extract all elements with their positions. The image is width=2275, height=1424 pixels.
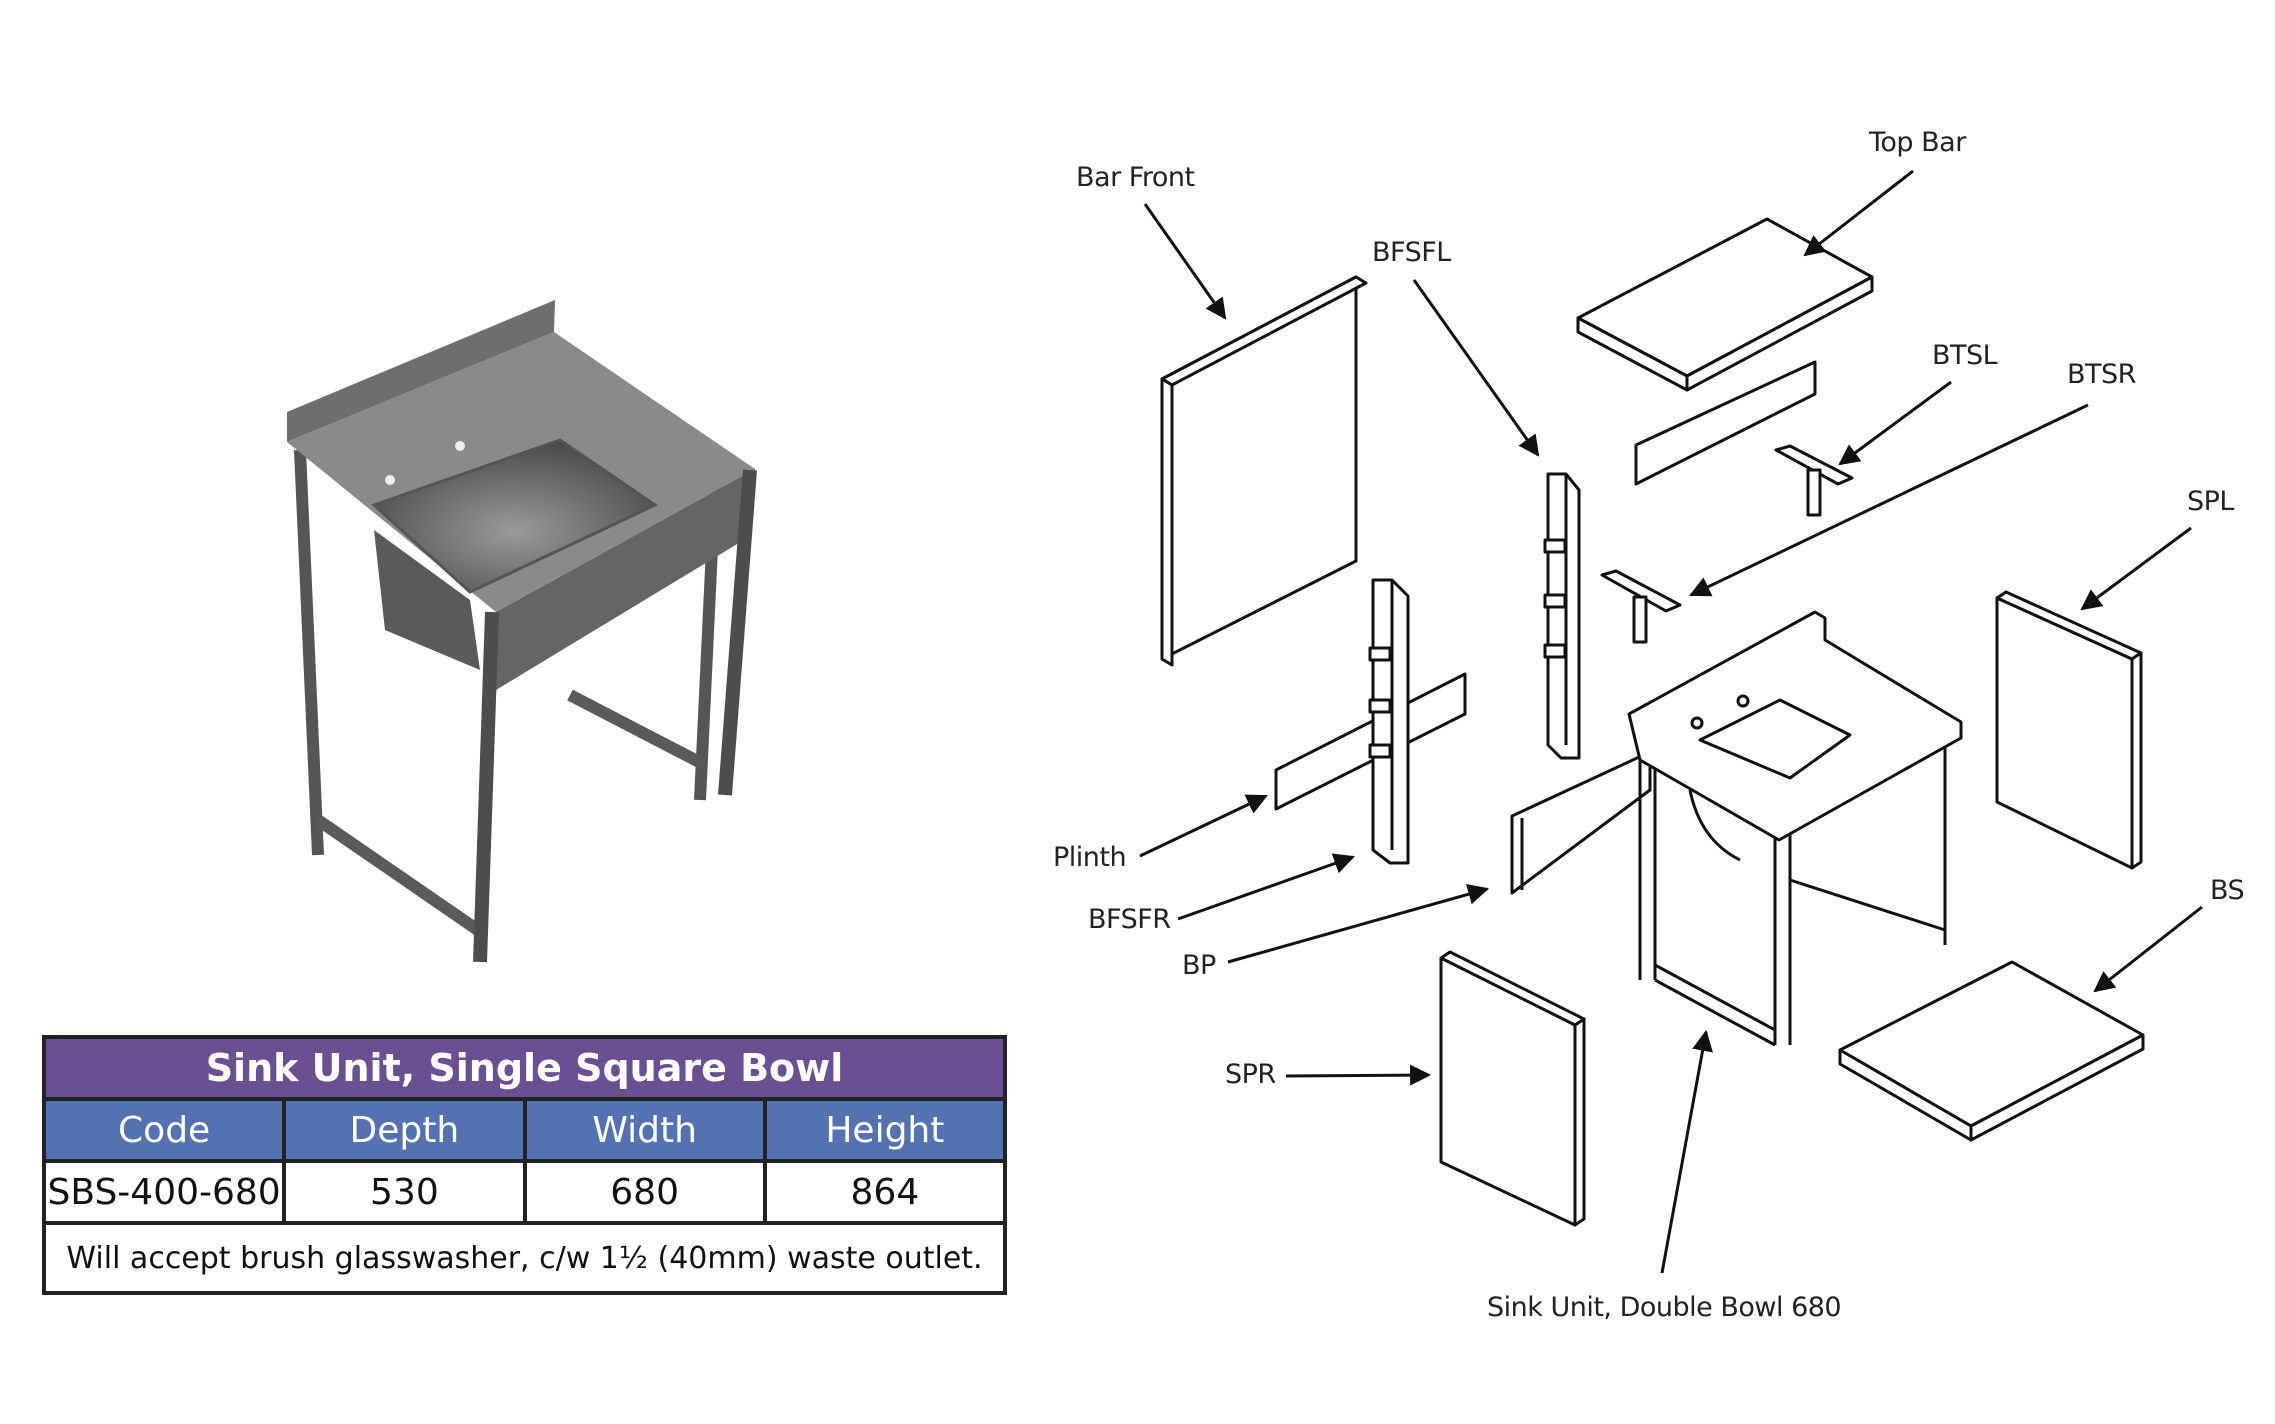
arrow-sink-unit [1660,1029,1713,1274]
spec-table: Sink Unit, Single Square Bowl Code Depth… [41,1035,1008,1295]
arrow-plinth [1139,794,1268,858]
label-spr: SPR [1225,1059,1276,1090]
exploded-diagram [1160,217,2145,1227]
label-bfsfl: BFSFL [1372,237,1451,268]
cell-code: SBS-400-680 [41,1159,287,1225]
arrow-btsr [1689,403,2089,597]
label-bfsfr: BFSFR [1088,904,1171,935]
sink-unit-render [287,300,757,963]
header-height: Height [762,1097,1008,1163]
bp-panel [1510,750,1652,895]
label-top-bar: Top Bar [1869,127,1966,158]
label-bp: BP [1182,950,1216,981]
arrow-bs [2093,905,2203,993]
label-sink-unit: Sink Unit, Double Bowl 680 [1487,1292,1842,1323]
cell-height: 864 [762,1159,1008,1225]
cell-depth: 530 [282,1159,527,1225]
header-depth: Depth [282,1097,527,1163]
arrow-bar-front [1143,203,1227,320]
arrow-btsl [1838,380,1952,466]
arrow-bfsfl [1412,279,1540,457]
arrow-top-bar [1803,169,1914,257]
plinth [1274,672,1467,811]
spec-note: Will accept brush glasswasher, c/w 1½ (4… [42,1221,1007,1295]
header-code: Code [41,1097,287,1163]
arrow-bp [1227,884,1490,964]
spec-table-title: Sink Unit, Single Square Bowl [42,1035,1007,1101]
label-btsr: BTSR [2067,359,2136,390]
sink-unit-frame [1627,610,1963,1047]
table-row: SBS-400-680 530 680 864 [41,1159,1008,1225]
cell-width: 680 [522,1159,767,1225]
label-btsl: BTSL [1932,340,1998,371]
top-bar-rail [1634,360,1817,486]
spr-panel [1439,956,1577,1227]
arrow-bfsfr [1177,853,1355,921]
label-bar-front: Bar Front [1076,162,1195,193]
bs-tray [1838,960,2145,1128]
arrow-spl [2080,526,2192,611]
callout-arrows [1139,169,2203,1274]
label-plinth: Plinth [1053,842,1127,873]
header-width: Width [522,1097,767,1163]
arrow-spr [1285,1064,1432,1086]
label-spl: SPL [2187,486,2234,517]
label-bs: BS [2210,875,2245,906]
bfsfl-upright [1546,472,1581,760]
